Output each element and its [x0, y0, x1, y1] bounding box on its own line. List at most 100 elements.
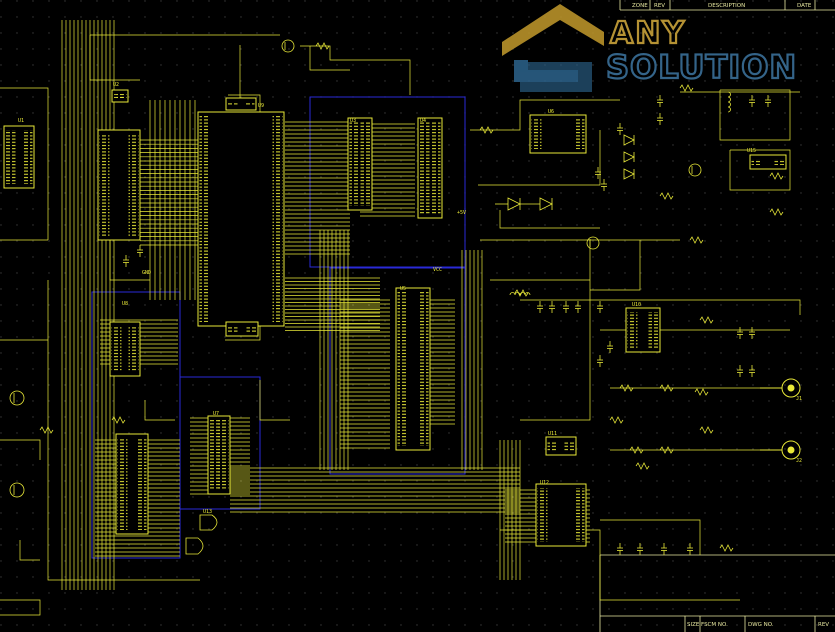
watermark-logo: ANY SOLUTION	[502, 4, 797, 92]
ic-u15	[749, 154, 787, 170]
resistor	[694, 388, 709, 396]
resistor	[719, 544, 734, 552]
label-u2: U2	[113, 82, 119, 88]
trace	[499, 210, 600, 229]
ic-u11-pins-right	[564, 441, 575, 451]
ic-u3	[347, 117, 373, 211]
trace	[520, 240, 591, 421]
trace	[590, 240, 641, 291]
title-rev: REV	[654, 3, 665, 9]
ic-u12-pins-left	[537, 488, 548, 542]
ic-u2-small	[111, 89, 129, 103]
transistor-q1	[9, 390, 25, 406]
resistor	[629, 446, 644, 454]
ic-u7b-pins-left	[117, 438, 128, 530]
ic-u10	[625, 307, 661, 353]
trace	[47, 280, 200, 581]
resistor	[769, 208, 784, 216]
inductor-coil	[524, 292, 531, 296]
trace	[89, 35, 140, 81]
ic-u1-pins-left	[5, 130, 16, 184]
label-u15: U15	[747, 148, 756, 154]
label-u5: U5	[400, 286, 406, 292]
trace	[0, 87, 49, 240]
ic-u7	[207, 415, 231, 495]
transistor-q5	[688, 163, 702, 177]
trace	[19, 540, 40, 561]
ic-u8-pins-right	[128, 326, 139, 372]
resistor	[689, 236, 704, 244]
label-u12: U12	[540, 480, 549, 486]
ic-u7-pins-right	[218, 420, 229, 490]
title-size: SIZE	[687, 622, 700, 628]
title-description: DESCRIPTION	[708, 3, 745, 9]
label-u10: U10	[632, 302, 641, 308]
resistor	[699, 426, 714, 434]
label-j2: J2	[796, 458, 802, 464]
ic-u4-pins-right	[430, 122, 441, 214]
resistor	[111, 416, 126, 424]
ic-u12	[535, 483, 587, 547]
ic-u8	[109, 321, 141, 377]
ic-u10-pins-right	[648, 312, 659, 348]
ic-u1-pins-right	[22, 130, 33, 184]
connector-j2	[760, 440, 801, 460]
connector-j1	[760, 378, 801, 398]
resistor	[315, 42, 330, 50]
ic-u7-pins-left	[209, 420, 220, 490]
label-u7: U7	[213, 411, 219, 417]
label-5v: +5V	[457, 210, 466, 216]
resistor	[699, 316, 714, 324]
diode-d3	[623, 134, 635, 180]
trace	[478, 130, 601, 186]
resistor	[659, 384, 674, 392]
resistor	[609, 416, 624, 424]
label-vcc: VCC	[433, 267, 442, 273]
ic-u15-body	[749, 154, 787, 170]
watermark-solution: SOLUTION	[606, 48, 797, 86]
trace	[109, 240, 150, 281]
trace	[729, 149, 791, 191]
ic-u5	[395, 287, 431, 451]
label-u1: U1	[18, 118, 24, 124]
label-u3: U3	[350, 118, 356, 124]
trace	[309, 46, 350, 71]
ic-u9	[197, 111, 285, 327]
transistor-q3	[281, 39, 295, 53]
transistor-q2	[9, 482, 25, 498]
ic-u8-pins-left	[111, 326, 122, 372]
ic-u5-pins-left	[397, 292, 408, 446]
label-gnd: GND	[142, 270, 151, 276]
ic-u3-pins-right	[360, 122, 371, 206]
resistor	[39, 426, 54, 434]
ic-u7b-pins-right	[136, 438, 147, 530]
ic-u11	[545, 436, 577, 456]
ic-u1	[3, 125, 35, 189]
transistor-q4	[586, 236, 600, 250]
ic-header-top	[225, 97, 257, 111]
ic-u15-pins-left	[751, 159, 762, 165]
logo-mark-icon	[502, 4, 604, 92]
resistor	[619, 384, 634, 392]
resistor	[659, 192, 674, 200]
trace	[600, 519, 701, 555]
title-fscm: FSCM NO.	[701, 622, 728, 628]
ic-u5-pins-right	[418, 292, 429, 446]
ic-u2-pins-left	[99, 134, 110, 236]
trace	[0, 599, 41, 616]
resistor	[659, 446, 674, 454]
title-block	[599, 0, 835, 632]
ic-u10-pins-left	[627, 312, 638, 348]
ic-u2	[97, 129, 141, 241]
transformer-coil	[727, 106, 731, 113]
ic-header-top-pins-right	[244, 102, 255, 106]
title-rev-bottom: REV	[818, 622, 829, 628]
label-u4: U4	[420, 118, 426, 124]
ic-u9-pins-left	[199, 116, 210, 322]
ic-u6	[529, 114, 587, 154]
trace	[300, 45, 411, 95]
trace	[259, 380, 290, 421]
ic-header-bottom	[225, 321, 259, 337]
label-u11: U11	[548, 431, 557, 437]
passives	[39, 42, 784, 555]
